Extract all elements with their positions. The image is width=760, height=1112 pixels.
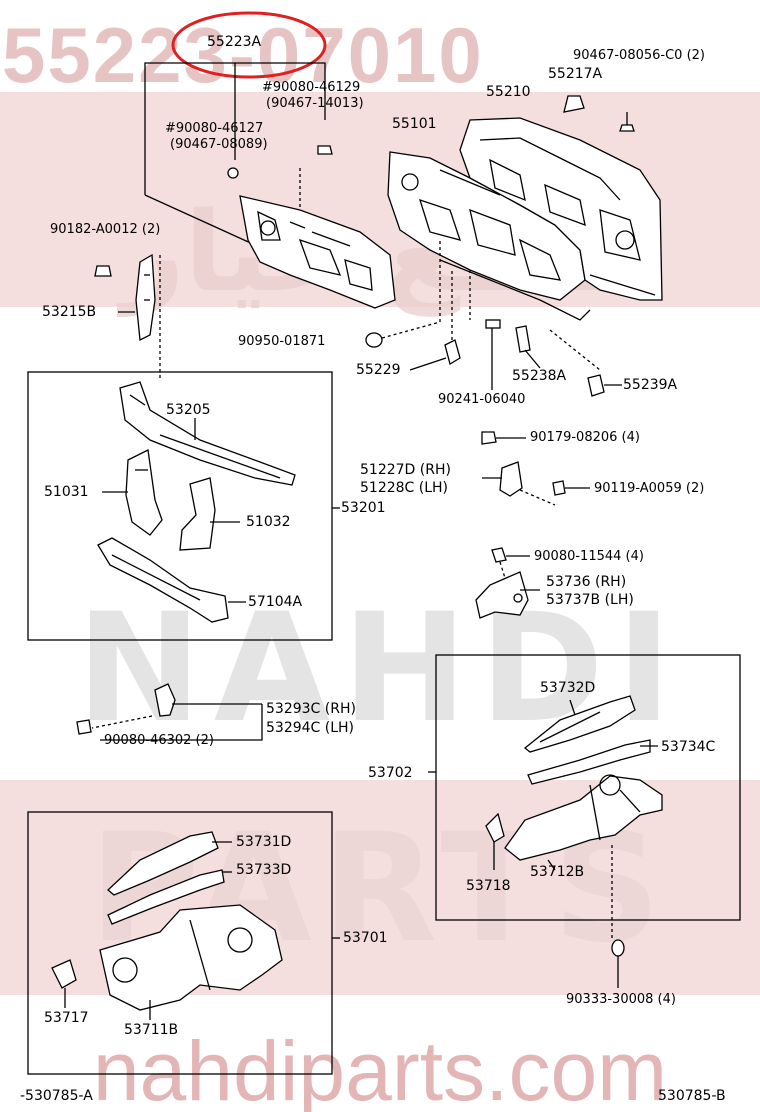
label-53294C[interactable]: 53294C (LH) [266, 720, 355, 736]
label-90080-46302[interactable]: 90080-46302 (2) [104, 733, 214, 748]
part-55101-dash-panel[interactable] [387, 117, 663, 321]
label-90080-46129[interactable]: #90080-46129 [262, 80, 361, 95]
label-53734C[interactable]: 53734C [661, 739, 716, 755]
part-90333-30008[interactable] [611, 939, 625, 988]
part-90179-08206[interactable] [481, 431, 526, 445]
part-90241-06040[interactable] [469, 270, 501, 390]
reference-left: -530785-A [20, 1088, 93, 1104]
part-53734C[interactable] [527, 739, 658, 785]
label-53215B[interactable]: 53215B [42, 304, 97, 320]
part-55223A-insulator[interactable] [239, 168, 396, 309]
label-53731D[interactable]: 53731D [236, 834, 292, 850]
part-53732D[interactable] [523, 695, 636, 753]
label-51032[interactable]: 51032 [246, 514, 291, 530]
group-box-53701 [27, 811, 333, 1075]
label-53737B[interactable]: 53737B (LH) [546, 592, 634, 608]
label-90467-08089[interactable]: (90467-08089) [170, 137, 268, 152]
label-55229[interactable]: 55229 [356, 362, 401, 378]
part-53733D[interactable] [107, 869, 232, 925]
label-90241-06040[interactable]: 90241-06040 [438, 392, 526, 407]
label-53701[interactable]: 53701 [343, 930, 388, 946]
part-90119-A0059[interactable] [552, 480, 590, 496]
label-53717[interactable]: 53717 [44, 1010, 89, 1026]
label-90080-46127[interactable]: #90080-46127 [165, 121, 264, 136]
watermark-domain: nahdiparts.com [93, 1024, 667, 1112]
label-53718[interactable]: 53718 [466, 878, 511, 894]
part-53293C[interactable] [76, 683, 263, 741]
label-53712B[interactable]: 53712B [530, 864, 585, 880]
part-90950-01871[interactable] [365, 240, 441, 348]
part-53205[interactable] [119, 381, 296, 486]
label-55210[interactable]: 55210 [486, 84, 531, 100]
label-51227D[interactable]: 51227D (RH) [360, 462, 451, 478]
clip-55217A[interactable] [563, 95, 585, 113]
label-55223A[interactable]: 55223A [207, 34, 262, 50]
clip-90080-46129[interactable] [317, 145, 333, 155]
part-90080-11544[interactable] [491, 547, 530, 579]
watermark-part-number: 55223-07010 [2, 11, 484, 99]
part-55239A[interactable] [549, 329, 622, 397]
part-55229[interactable] [409, 270, 461, 371]
label-55239A[interactable]: 55239A [623, 377, 678, 393]
highlight-ellipse [171, 11, 327, 79]
label-53732D[interactable]: 53732D [540, 680, 596, 696]
label-53205[interactable]: 53205 [166, 402, 211, 418]
label-90467-14013[interactable]: (90467-14013) [266, 96, 364, 111]
label-55217A[interactable]: 55217A [548, 66, 603, 82]
part-51031[interactable] [102, 449, 163, 536]
label-90179-08206[interactable]: 90179-08206 (4) [530, 430, 640, 445]
label-51031[interactable]: 51031 [44, 484, 89, 500]
part-51227D-bracket[interactable] [482, 461, 556, 506]
label-90333-30008[interactable]: 90333-30008 (4) [566, 992, 676, 1007]
group-box-53702 [435, 654, 741, 921]
label-53201[interactable]: 53201 [341, 500, 386, 516]
label-51228C[interactable]: 51228C (LH) [360, 480, 449, 496]
label-53702[interactable]: 53702 [368, 765, 413, 781]
label-90467-08056[interactable]: 90467-08056-C0 (2) [573, 48, 705, 63]
label-90119-A0059[interactable]: 90119-A0059 (2) [594, 481, 705, 496]
clip-90467-08056[interactable] [619, 112, 635, 132]
part-53215B[interactable] [94, 253, 161, 380]
part-55238A[interactable] [515, 325, 541, 369]
label-53736[interactable]: 53736 (RH) [546, 574, 627, 590]
label-57104A[interactable]: 57104A [248, 594, 303, 610]
label-90080-11544[interactable]: 90080-11544 (4) [534, 549, 644, 564]
leader-55223A-3 [144, 194, 256, 246]
part-53718[interactable] [485, 812, 505, 870]
part-53731D[interactable] [107, 831, 232, 896]
reference-right: 530785-B [658, 1088, 726, 1104]
label-90182-A0012[interactable]: 90182-A0012 (2) [50, 222, 161, 237]
part-53712B-apron[interactable] [504, 774, 663, 871]
part-53717[interactable] [51, 959, 77, 1008]
label-53733D[interactable]: 53733D [236, 862, 292, 878]
clip-90080-46127[interactable] [227, 167, 239, 179]
part-51032[interactable] [179, 477, 240, 551]
label-55238A[interactable]: 55238A [512, 368, 567, 384]
label-53293C[interactable]: 53293C (RH) [266, 701, 356, 717]
part-53711B-apron[interactable] [99, 904, 283, 1020]
part-57104A[interactable] [97, 537, 246, 623]
part-53736-bracket[interactable] [475, 571, 540, 619]
label-90950-01871[interactable]: 90950-01871 [238, 334, 326, 349]
group-box-53201 [27, 371, 333, 641]
label-55101[interactable]: 55101 [392, 116, 437, 132]
label-53711B[interactable]: 53711B [124, 1022, 179, 1038]
